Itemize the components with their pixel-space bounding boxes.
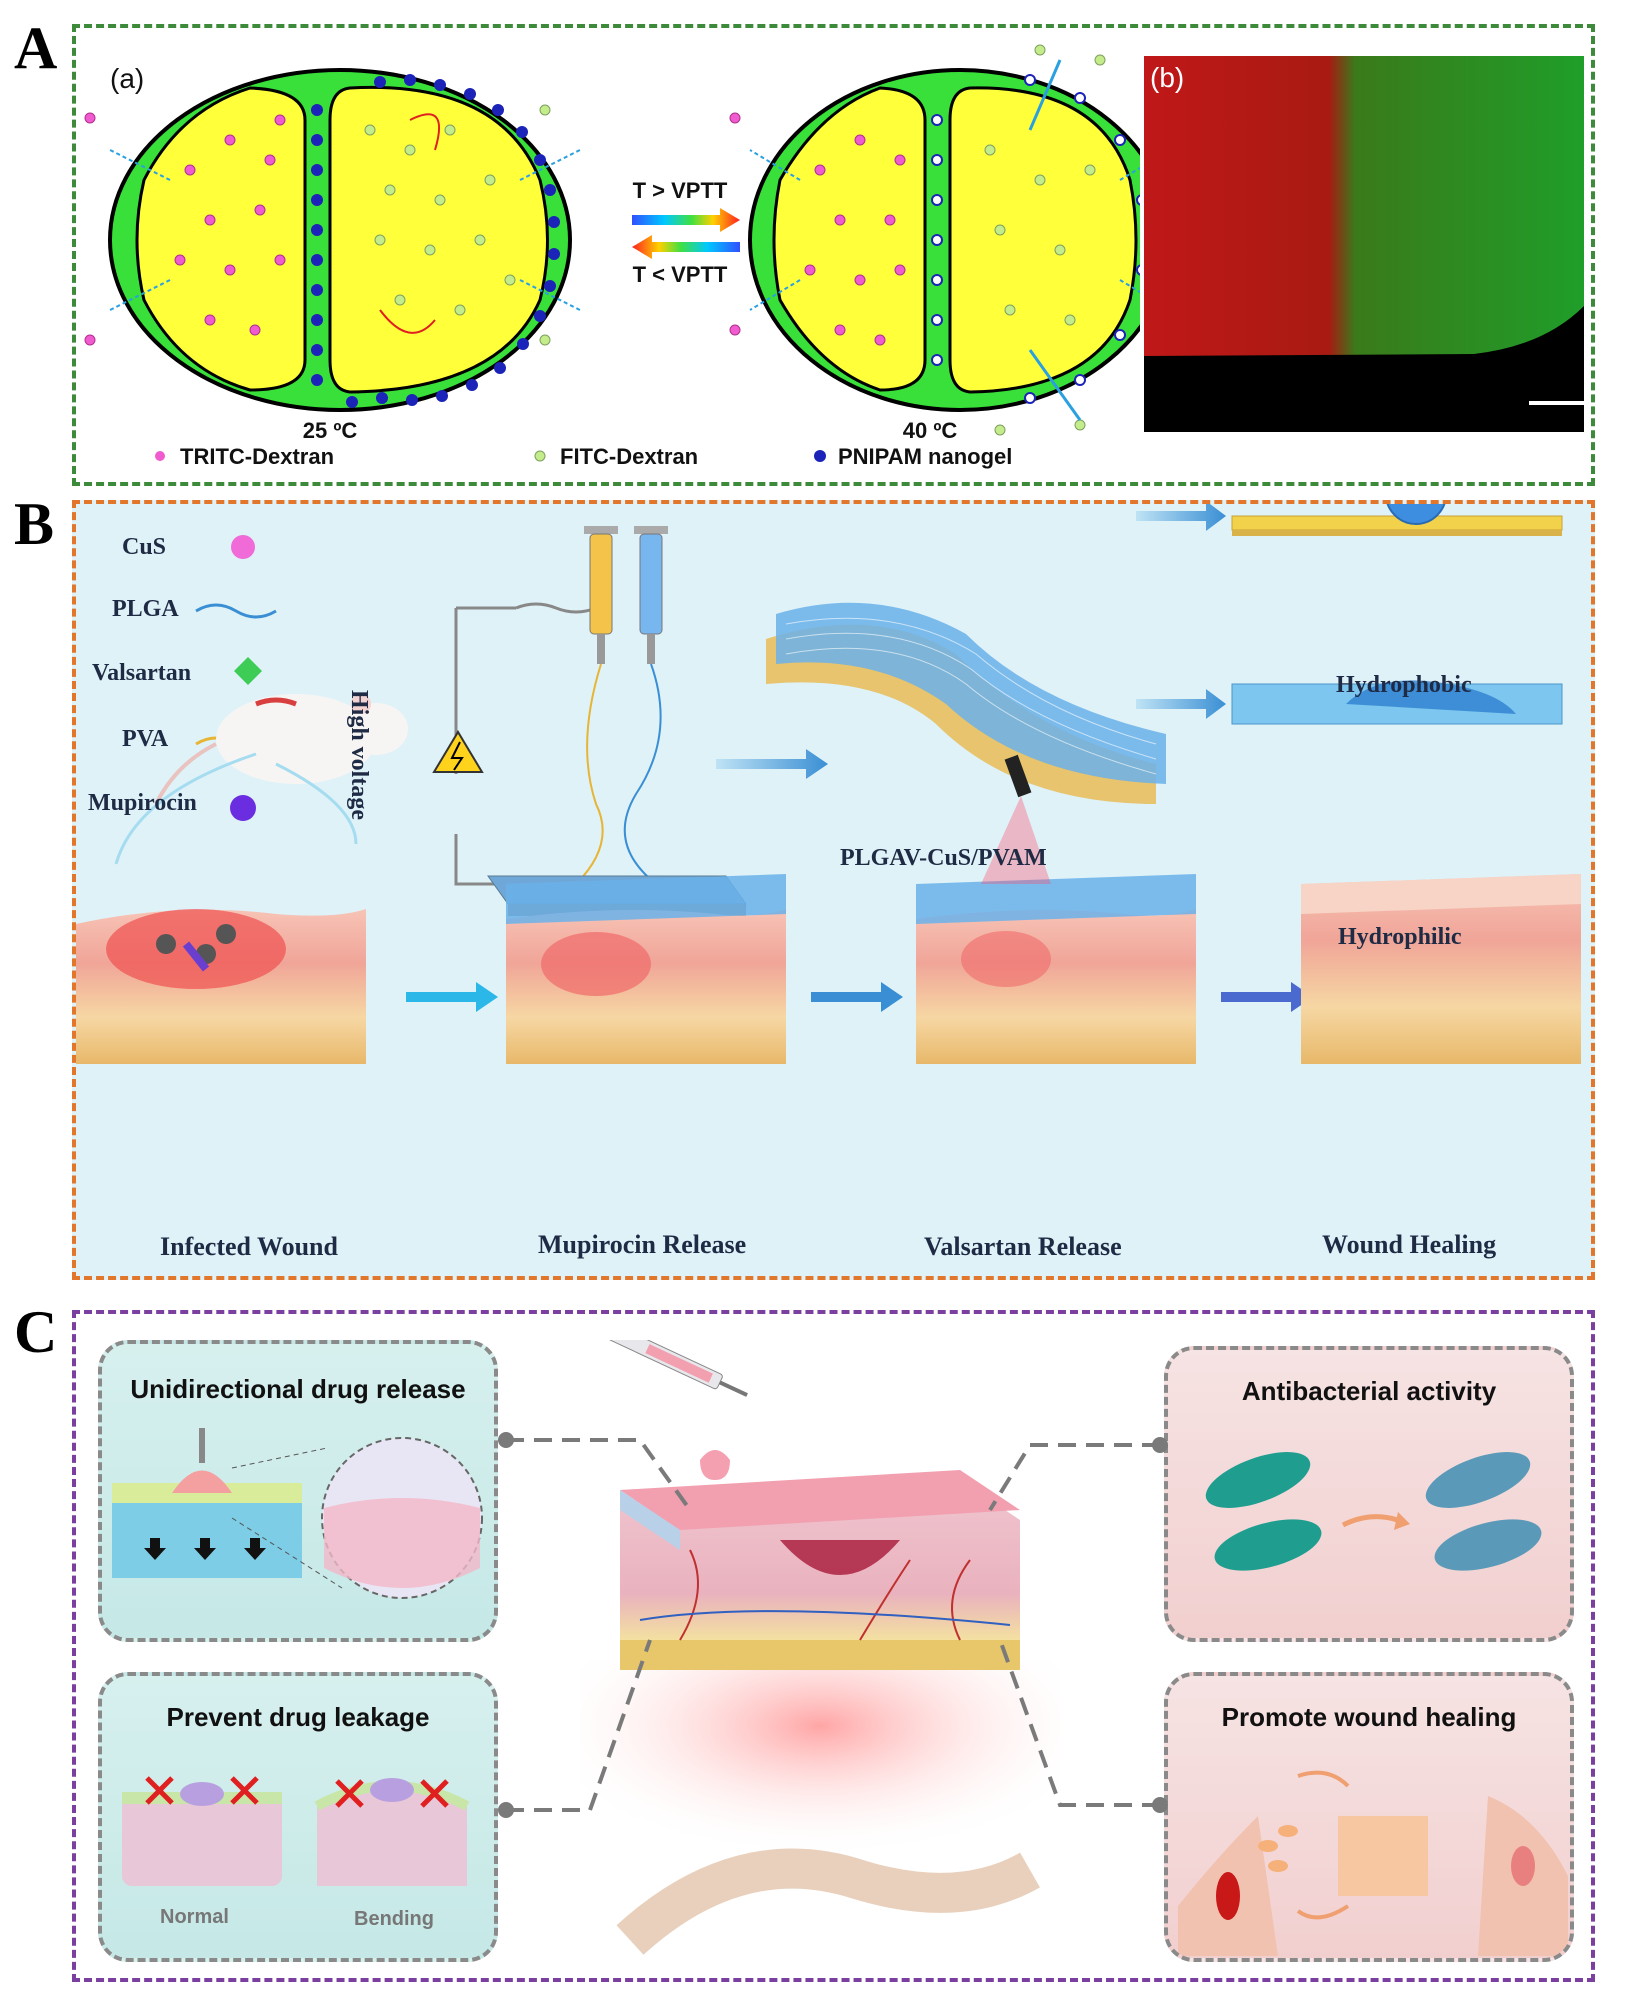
step-wound-healing: Wound Healing — [1322, 1230, 1497, 1259]
temperature-switch-arrows: T > VPTT T < VPTT — [632, 178, 740, 287]
high-voltage-label: High voltage — [346, 690, 372, 820]
step-infected-wound: Infected Wound — [160, 1232, 338, 1261]
fiber-membrane — [766, 602, 1166, 804]
panel-a-legend: TRITC-Dextran FITC-Dextran PNIPAM nanoge… — [155, 444, 1012, 469]
card-prevent-leakage: Prevent drug leakage Normal Bending — [98, 1672, 498, 1962]
legend-tritc: TRITC-Dextran — [180, 444, 334, 469]
center-skin-illustration — [580, 1340, 1060, 1955]
capsule-25c — [84, 68, 581, 412]
syringe-left — [584, 526, 618, 664]
panel-a-frame — [72, 24, 1595, 486]
card-antibacterial: Antibacterial activity — [1164, 1346, 1574, 1642]
mouse-illustration — [154, 694, 408, 805]
syringe-top — [608, 1340, 748, 1397]
card4-illustration — [1178, 1770, 1568, 1956]
hydrophobic-illustration — [1231, 504, 1563, 536]
panel-label-b: B — [14, 491, 55, 557]
pnipam-dots-left — [311, 74, 560, 408]
card2-illustration — [122, 1776, 470, 1886]
card1-title: Unidirectional drug release — [130, 1374, 466, 1404]
skin-block-healed — [1301, 874, 1581, 1064]
card2-title: Prevent drug leakage — [166, 1702, 430, 1732]
skin-block-infected — [76, 909, 366, 1064]
card3-title: Antibacterial activity — [1241, 1376, 1497, 1406]
legend-pva: PVA — [122, 726, 169, 752]
skin-block-mupirocin — [506, 874, 786, 1064]
bending-label: Bending — [354, 1908, 434, 1930]
panel-label-a: A — [14, 15, 58, 81]
normal-label: Normal — [160, 1906, 229, 1928]
syringe-right — [634, 526, 668, 664]
membrane-label: PLGAV-CuS/PVAM — [840, 845, 1047, 871]
capsule-40c — [729, 44, 1140, 436]
card4-title: Promote wound healing — [1221, 1702, 1517, 1732]
arrow-label-bottom: T < VPTT — [633, 262, 728, 287]
step-valsartan-release: Valsartan Release — [924, 1232, 1122, 1261]
panel-c-frame — [72, 1310, 1595, 1982]
step-mupirocin-release: Mupirocin Release — [538, 1230, 747, 1259]
arrow-label-top: T > VPTT — [633, 178, 728, 203]
legend-cus: CuS — [122, 534, 167, 560]
sub-label-b: (b) — [1150, 62, 1185, 93]
legend-mupirocin: Mupirocin — [88, 790, 197, 816]
temp-label-left: 25 ºC — [303, 418, 358, 443]
hydrophilic-label: Hydrophilic — [1338, 924, 1462, 950]
card-wound-healing: Promote wound healing — [1164, 1672, 1574, 1962]
hydrophilic-illustration — [1231, 680, 1563, 725]
card3-illustration — [1205, 1452, 1542, 1571]
skin-block-valsartan — [916, 754, 1196, 1064]
panel-label-c: C — [14, 1299, 58, 1365]
fluorescence-image: (b) — [1144, 56, 1584, 432]
legend-valsartan: Valsartan — [92, 660, 192, 686]
legend-pnipam: PNIPAM nanogel — [838, 444, 1012, 469]
legend-fitc: FITC-Dextran — [560, 444, 698, 469]
legend-plga: PLGA — [112, 596, 179, 622]
sub-label-a: (a) — [110, 63, 144, 94]
temp-label-right: 40 ºC — [903, 418, 958, 443]
panel-b-diagram — [76, 504, 1581, 1064]
hydrophobic-label: Hydrophobic — [1336, 672, 1472, 698]
card-unidirectional-release: Unidirectional drug release — [98, 1340, 498, 1642]
panel-a-diagram: 25 ºC T > VPTT T < VPTT — [84, 44, 1140, 469]
card1-illustration — [112, 1428, 483, 1599]
